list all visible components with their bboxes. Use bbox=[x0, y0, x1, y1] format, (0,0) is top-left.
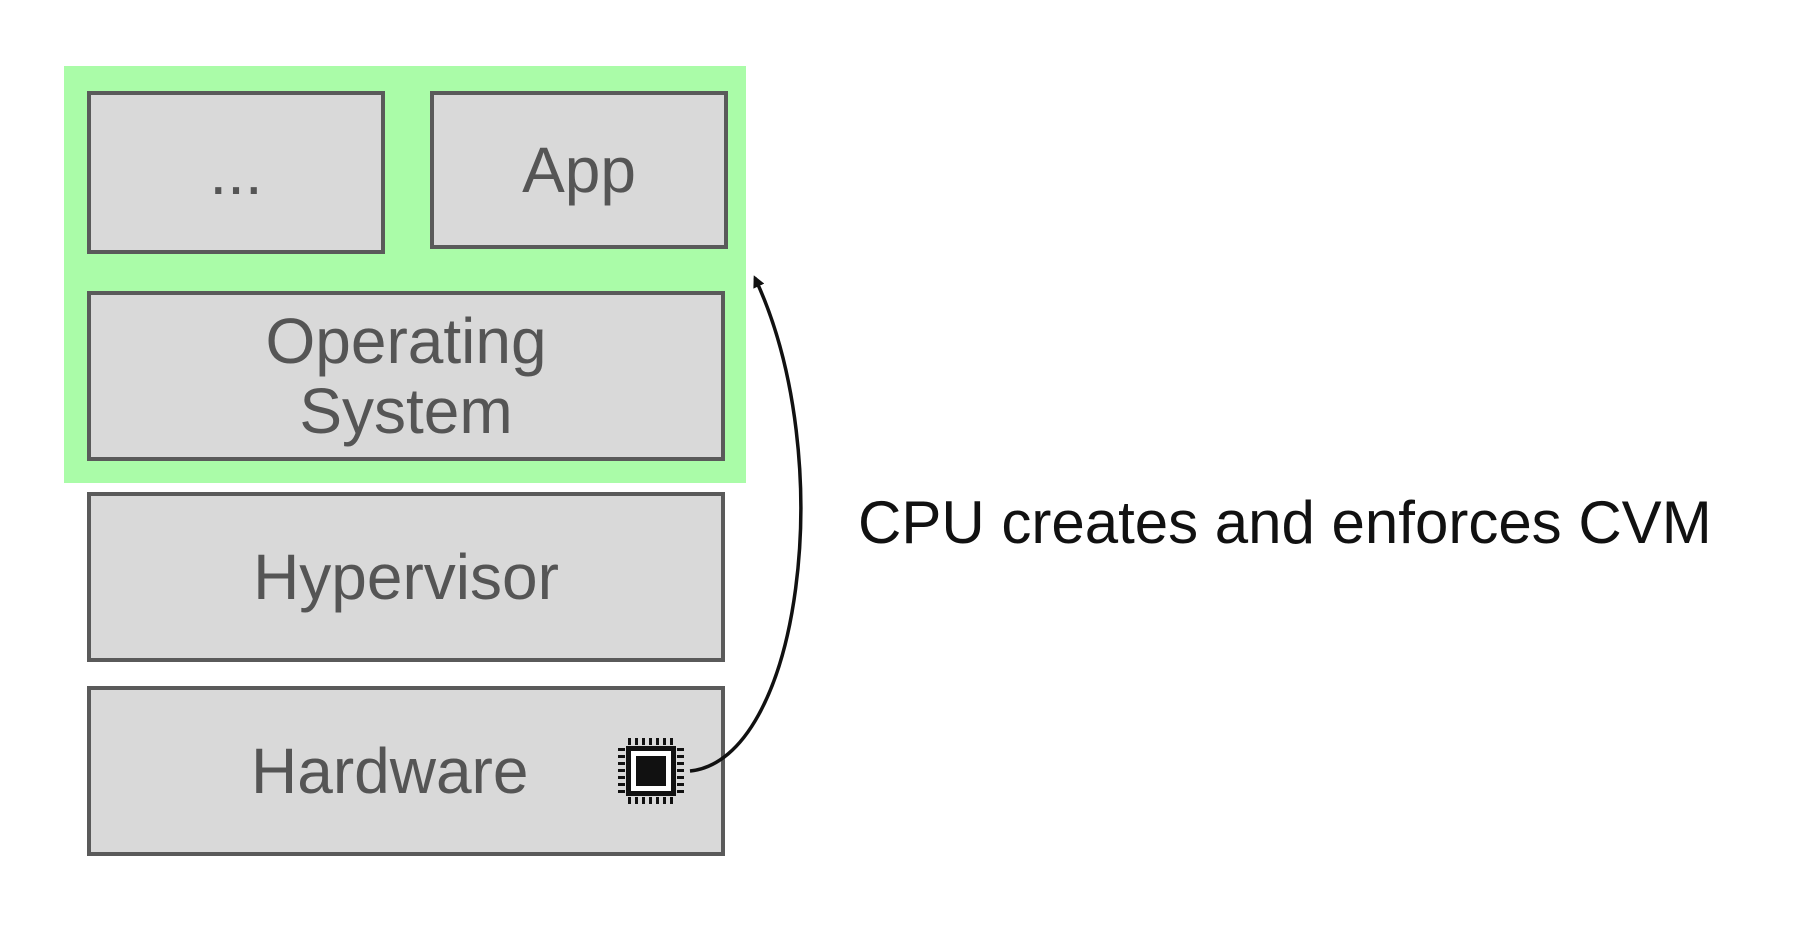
hardware-label: Hardware bbox=[251, 734, 529, 807]
hypervisor-label: Hypervisor bbox=[253, 540, 559, 613]
app-box: App bbox=[430, 91, 728, 249]
ellipsis-label: ... bbox=[209, 136, 263, 209]
cpu-chip-icon bbox=[618, 738, 684, 804]
cpu-annotation: CPU creates and enforces CVM bbox=[858, 489, 1712, 556]
app-label: App bbox=[522, 133, 636, 206]
hypervisor-box: Hypervisor bbox=[87, 492, 725, 662]
operating-system-label: Operating System bbox=[265, 304, 547, 447]
operating-system-box: Operating System bbox=[87, 291, 725, 461]
ellipsis-box: ... bbox=[87, 91, 385, 254]
